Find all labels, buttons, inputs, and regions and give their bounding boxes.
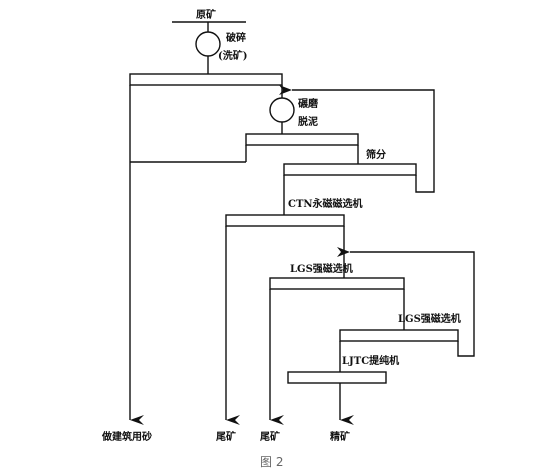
label-screen: 筛分 bbox=[366, 148, 386, 161]
label-ctn: CTN永磁磁选机 bbox=[288, 197, 363, 210]
output-sand: 做建筑用砂 bbox=[101, 430, 152, 443]
label-lgs-2: LGS强磁选机 bbox=[398, 312, 461, 325]
ljtc-deck bbox=[287, 371, 387, 384]
screen-deck bbox=[283, 163, 417, 176]
screen-recycle-line bbox=[279, 85, 435, 193]
label-grind: 碾磨 bbox=[298, 97, 319, 110]
deslime-deck bbox=[245, 133, 359, 146]
lgs-2-deck bbox=[339, 329, 459, 342]
label-lgs-1: LGS强磁选机 bbox=[290, 262, 353, 275]
output-tail-2: 尾矿 bbox=[260, 430, 280, 443]
label-raw-ore: 原矿 bbox=[196, 8, 216, 21]
output-tail-1: 尾矿 bbox=[216, 430, 236, 443]
lgs-1-deck bbox=[269, 277, 405, 290]
washing-deck bbox=[129, 73, 283, 86]
label-ljtc: LJTC提纯机 bbox=[342, 354, 399, 367]
crusher-circle bbox=[195, 31, 221, 57]
figure-caption: 图 2 bbox=[260, 455, 283, 469]
label-wash: (洗矿) bbox=[218, 49, 247, 62]
label-deslime: 脱泥 bbox=[298, 115, 318, 128]
label-crush: 破碎 bbox=[226, 31, 246, 44]
output-concentrate: 精矿 bbox=[330, 430, 350, 443]
ctn-deck bbox=[225, 214, 345, 227]
lgs2-recycle-line bbox=[337, 247, 475, 357]
grinder-circle bbox=[269, 97, 295, 123]
